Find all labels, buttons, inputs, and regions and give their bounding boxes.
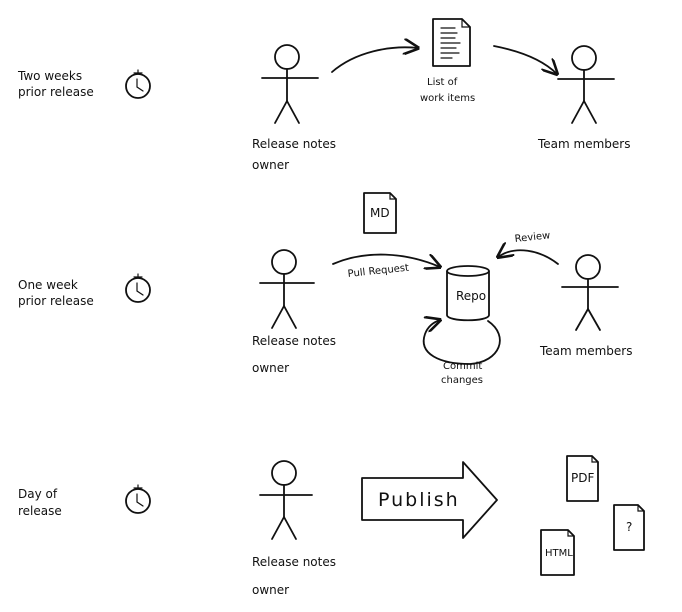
row-two-weeks: Two weeks prior release Release notes ow… bbox=[17, 18, 630, 172]
time-label-line1: Day of bbox=[18, 487, 58, 501]
stick-figure-icon bbox=[261, 44, 319, 124]
doc-label-line1: List of bbox=[427, 77, 458, 88]
arrow-icon bbox=[332, 253, 440, 267]
time-label-line2: prior release bbox=[18, 85, 94, 99]
row-day-of-release: Day of release Release notes owner Publi… bbox=[18, 455, 645, 597]
stick-figure-icon bbox=[259, 249, 315, 329]
actor-label-line1: Release notes bbox=[252, 555, 336, 569]
database-icon bbox=[446, 265, 490, 322]
stick-figure-icon bbox=[561, 254, 619, 331]
arrow-icon bbox=[361, 461, 498, 539]
time-label-line2: release bbox=[18, 504, 62, 518]
commit-label-line2: changes bbox=[441, 375, 483, 386]
document-icon bbox=[540, 529, 575, 576]
team-label: Team members bbox=[539, 344, 632, 358]
review-label: Review bbox=[514, 230, 551, 245]
actor-label-line1: Release notes bbox=[252, 137, 336, 151]
team-label: Team members bbox=[537, 137, 630, 151]
output-unknown-label: ? bbox=[626, 520, 632, 534]
clock-icon bbox=[125, 69, 151, 99]
actor-label-line1: Release notes bbox=[252, 334, 336, 348]
arrow-icon bbox=[422, 320, 501, 365]
row-one-week: One week prior release Release notes own… bbox=[18, 192, 632, 386]
arrow-icon bbox=[331, 47, 418, 73]
actor-label-line2: owner bbox=[252, 583, 289, 597]
document-icon bbox=[613, 504, 645, 551]
output-pdf-label: PDF bbox=[571, 471, 594, 485]
output-html-label: HTML bbox=[545, 548, 573, 559]
commit-label-line1: Commit bbox=[443, 361, 482, 372]
clock-icon bbox=[125, 273, 151, 303]
publish-label: Publish bbox=[378, 489, 460, 511]
document-icon bbox=[432, 18, 471, 67]
time-label-line1: One week bbox=[18, 278, 78, 292]
repo-label: Repo bbox=[456, 289, 486, 303]
arrow-icon bbox=[493, 45, 557, 74]
actor-label-line2: owner bbox=[252, 158, 289, 172]
pull-request-label: Pull Request bbox=[347, 263, 409, 280]
doc-label-line2: work items bbox=[420, 93, 475, 104]
arrow-icon bbox=[498, 250, 559, 265]
md-doc-label: MD bbox=[370, 206, 390, 220]
time-label-line2: prior release bbox=[18, 294, 94, 308]
clock-icon bbox=[125, 484, 151, 514]
time-label-line1: Two weeks bbox=[17, 69, 82, 83]
document-icon bbox=[566, 455, 599, 502]
stick-figure-icon bbox=[557, 45, 615, 124]
actor-label-line2: owner bbox=[252, 361, 289, 375]
document-icon bbox=[363, 192, 397, 234]
stick-figure-icon bbox=[259, 460, 313, 540]
